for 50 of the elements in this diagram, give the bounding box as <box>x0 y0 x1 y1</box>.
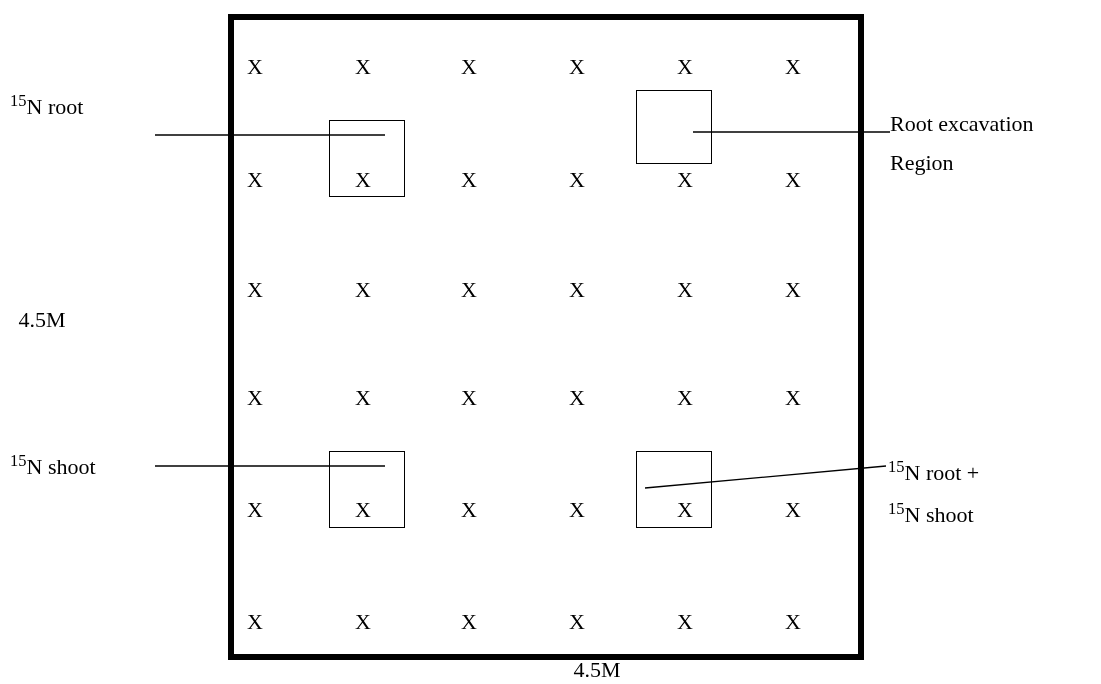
plant-mark: X <box>461 499 477 521</box>
leader-line <box>644 465 887 489</box>
plant-mark: X <box>461 279 477 301</box>
plant-mark: X <box>677 387 693 409</box>
plant-mark: X <box>569 611 585 633</box>
plant-mark: X <box>247 279 263 301</box>
sample-square <box>636 90 712 164</box>
plant-mark: X <box>355 387 371 409</box>
dimension-label: 4.5M <box>18 309 66 331</box>
plant-mark: X <box>355 499 371 521</box>
plant-mark: X <box>461 169 477 191</box>
plant-mark: X <box>461 611 477 633</box>
callout-text: $^{15}$N root + $^{15}$N shoot <box>888 452 1010 536</box>
plant-mark: X <box>355 169 371 191</box>
plant-mark: X <box>247 499 263 521</box>
callout-text: $^{15}$N shoot <box>10 452 150 482</box>
leader-line <box>154 465 386 467</box>
plant-mark: X <box>569 56 585 78</box>
plant-mark: X <box>247 611 263 633</box>
plant-mark: X <box>569 387 585 409</box>
plant-mark: X <box>785 499 801 521</box>
plant-mark: X <box>247 169 263 191</box>
leader-line <box>692 131 891 133</box>
plant-mark: X <box>677 499 693 521</box>
plant-mark: X <box>785 611 801 633</box>
plant-mark: X <box>569 279 585 301</box>
leader-line <box>154 134 386 136</box>
plant-mark: X <box>677 169 693 191</box>
sample-square <box>329 451 405 528</box>
plant-mark: X <box>677 611 693 633</box>
plant-mark: X <box>677 56 693 78</box>
plant-mark: X <box>569 499 585 521</box>
plant-mark: X <box>461 56 477 78</box>
plant-mark: X <box>355 611 371 633</box>
sample-square <box>329 120 405 197</box>
plant-mark: X <box>461 387 477 409</box>
plant-mark: X <box>785 279 801 301</box>
callout-text: $^{15}$N root <box>10 92 150 122</box>
plant-mark: X <box>247 56 263 78</box>
plant-mark: X <box>247 387 263 409</box>
sample-square <box>636 451 712 528</box>
plant-mark: X <box>569 169 585 191</box>
plant-mark: X <box>785 169 801 191</box>
callout-text: Root excavation Region <box>890 104 1065 182</box>
dimension-label: 4.5M <box>573 659 621 681</box>
plant-mark: X <box>355 56 371 78</box>
plant-mark: X <box>785 56 801 78</box>
plant-mark: X <box>355 279 371 301</box>
plant-mark: X <box>677 279 693 301</box>
plant-mark: X <box>785 387 801 409</box>
